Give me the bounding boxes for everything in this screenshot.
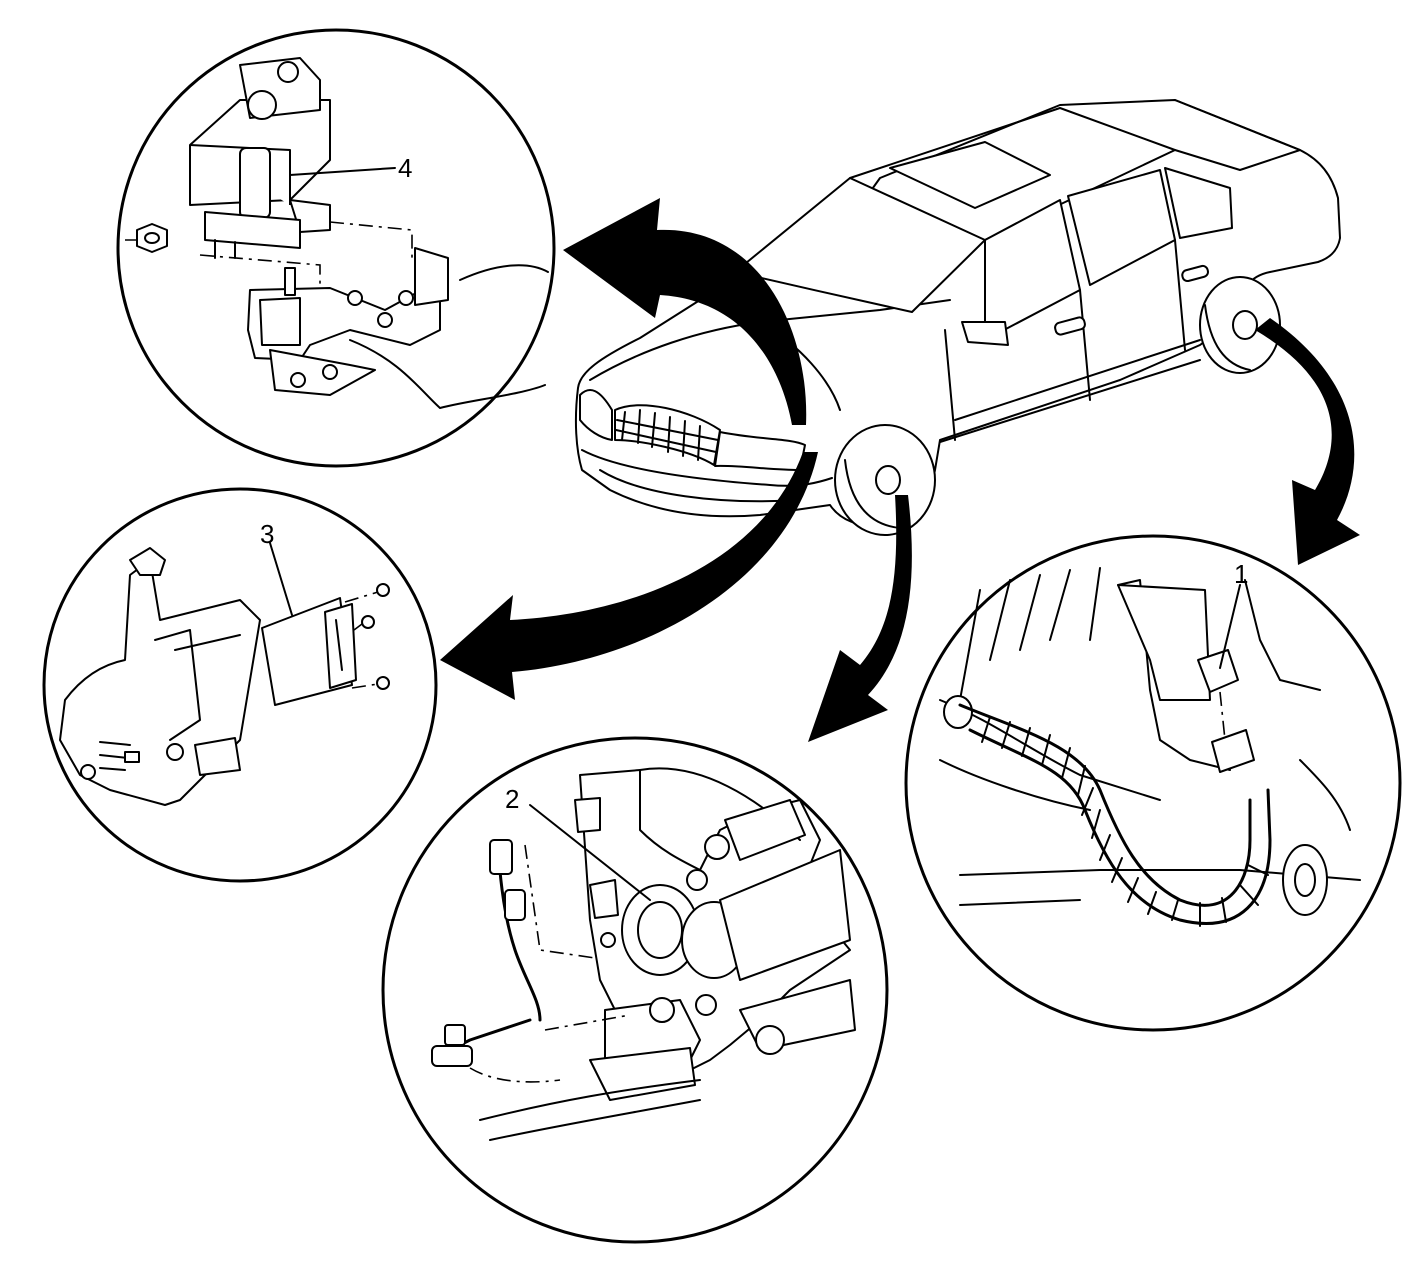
mounting-bracket: [247, 247, 549, 409]
arrow-to-view-3: [440, 452, 818, 700]
leader-2: [529, 804, 651, 901]
pointer-arrows: [440, 198, 1360, 742]
bolt-fasteners: [344, 583, 390, 690]
arrow-to-view-4: [563, 198, 807, 425]
lower-control-arm: [479, 997, 701, 1141]
sedan-vehicle: [574, 99, 1341, 536]
leader-3: [269, 542, 293, 616]
wiring-harness-conduit: [943, 695, 1272, 927]
arrow-to-view-1: [1255, 318, 1360, 565]
harness-connector: [1197, 649, 1255, 773]
nut-fastener: [136, 223, 168, 253]
callout-2: 2: [505, 784, 519, 814]
leader-1: [1219, 584, 1241, 669]
abs-modulator-assembly: [189, 57, 331, 259]
detail-view-3: 3: [42, 487, 438, 883]
detail-view-4: 4: [116, 28, 556, 468]
detail-view-2: 2: [381, 736, 889, 1244]
underbody-structure: [939, 567, 1361, 916]
leader-4: [289, 167, 396, 176]
arrow-to-view-2: [808, 495, 912, 742]
mounting-panel: [59, 547, 261, 806]
callout-4: 4: [398, 153, 412, 183]
wheel-hub-knuckle: [574, 767, 856, 1071]
callout-3: 3: [260, 519, 274, 549]
detail-view-1: 1: [904, 534, 1402, 1032]
wheel-speed-sensor-harness: [431, 839, 631, 1083]
callout-1: 1: [1234, 559, 1248, 589]
electronic-control-module: [261, 597, 357, 706]
